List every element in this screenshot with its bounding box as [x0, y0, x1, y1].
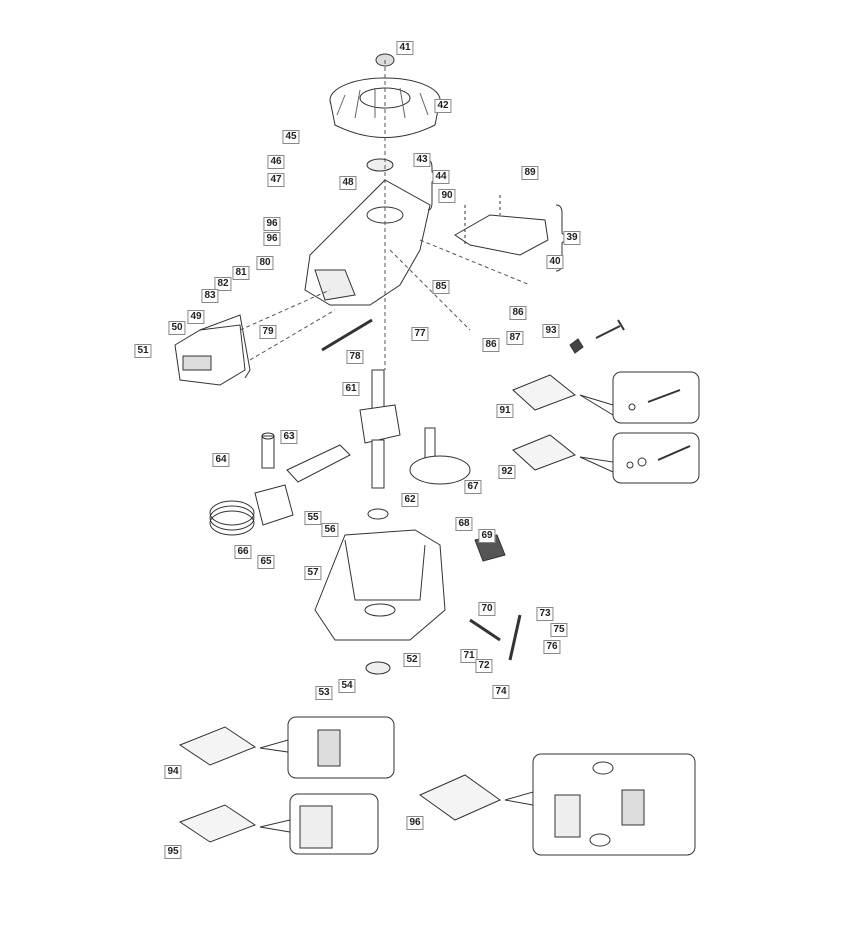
part-label-42: 42 [434, 99, 452, 113]
part-label-85: 85 [432, 280, 450, 294]
part-label-52: 52 [403, 653, 421, 667]
part-label-50: 50 [168, 321, 186, 335]
part-label-61: 61 [342, 382, 360, 396]
part-label-80: 80 [256, 256, 274, 270]
part-label-57: 57 [304, 566, 322, 580]
part-label-47: 47 [267, 173, 285, 187]
part-label-77: 77 [411, 327, 429, 341]
callout-95 [178, 793, 379, 855]
part-label-67: 67 [464, 480, 482, 494]
part-label-48: 48 [339, 176, 357, 190]
crankcase-cover [314, 529, 446, 675]
part-label-39: 39 [563, 231, 581, 245]
part-label-72: 72 [475, 659, 493, 673]
part-label-56: 56 [321, 523, 339, 537]
callout-91 [512, 371, 700, 424]
part-label-68: 68 [455, 517, 473, 531]
part-label-96: 96 [263, 217, 281, 231]
part-label-46: 46 [267, 155, 285, 169]
part-label-75: 75 [550, 623, 568, 637]
part-label-41: 41 [396, 41, 414, 55]
part-label-83: 83 [201, 289, 219, 303]
governor-bracket [454, 214, 549, 256]
part-label-51: 51 [134, 344, 152, 358]
part-label-70: 70 [478, 602, 496, 616]
part-label-54: 54 [338, 679, 356, 693]
part-label-63: 63 [280, 430, 298, 444]
part-label-64: 64 [212, 453, 230, 467]
part-label-43: 43 [413, 153, 431, 167]
part-label-55: 55 [304, 511, 322, 525]
part-label-87: 87 [506, 331, 524, 345]
part-label-69: 69 [478, 529, 496, 543]
part-label-62: 62 [401, 493, 419, 507]
part-label-79: 79 [259, 325, 277, 339]
assembly-lines [239, 60, 531, 370]
part-label-89: 89 [521, 166, 539, 180]
part-label-90: 90 [438, 189, 456, 203]
part-label-49: 49 [187, 310, 205, 324]
part-label-71: 71 [460, 649, 478, 663]
piston [209, 432, 294, 536]
part-label-65: 65 [257, 555, 275, 569]
part-label-76: 76 [543, 640, 561, 654]
camshaft [409, 427, 471, 485]
part-label-96: 96 [406, 816, 424, 830]
part-label-93: 93 [542, 324, 560, 338]
part-label-86: 86 [509, 306, 527, 320]
part-label-92: 92 [498, 465, 516, 479]
engine-block [304, 179, 431, 306]
connecting-rod [286, 444, 351, 483]
callout-92 [512, 432, 700, 484]
callout-96 [418, 753, 696, 856]
part-label-96: 96 [263, 232, 281, 246]
part-label-94: 94 [164, 765, 182, 779]
part-label-86: 86 [482, 338, 500, 352]
crankshaft [359, 369, 401, 489]
part-label-66: 66 [234, 545, 252, 559]
part-label-78: 78 [346, 350, 364, 364]
part-label-82: 82 [214, 277, 232, 291]
muffler [174, 314, 251, 386]
part-label-74: 74 [492, 685, 510, 699]
part-label-44: 44 [432, 170, 450, 184]
oil-seal [366, 158, 394, 172]
part-label-73: 73 [536, 607, 554, 621]
callout-94 [178, 716, 395, 779]
part-label-45: 45 [282, 130, 300, 144]
part-label-91: 91 [496, 404, 514, 418]
part-label-95: 95 [164, 845, 182, 859]
part-label-40: 40 [546, 255, 564, 269]
part-label-81: 81 [232, 266, 250, 280]
part-label-53: 53 [315, 686, 333, 700]
